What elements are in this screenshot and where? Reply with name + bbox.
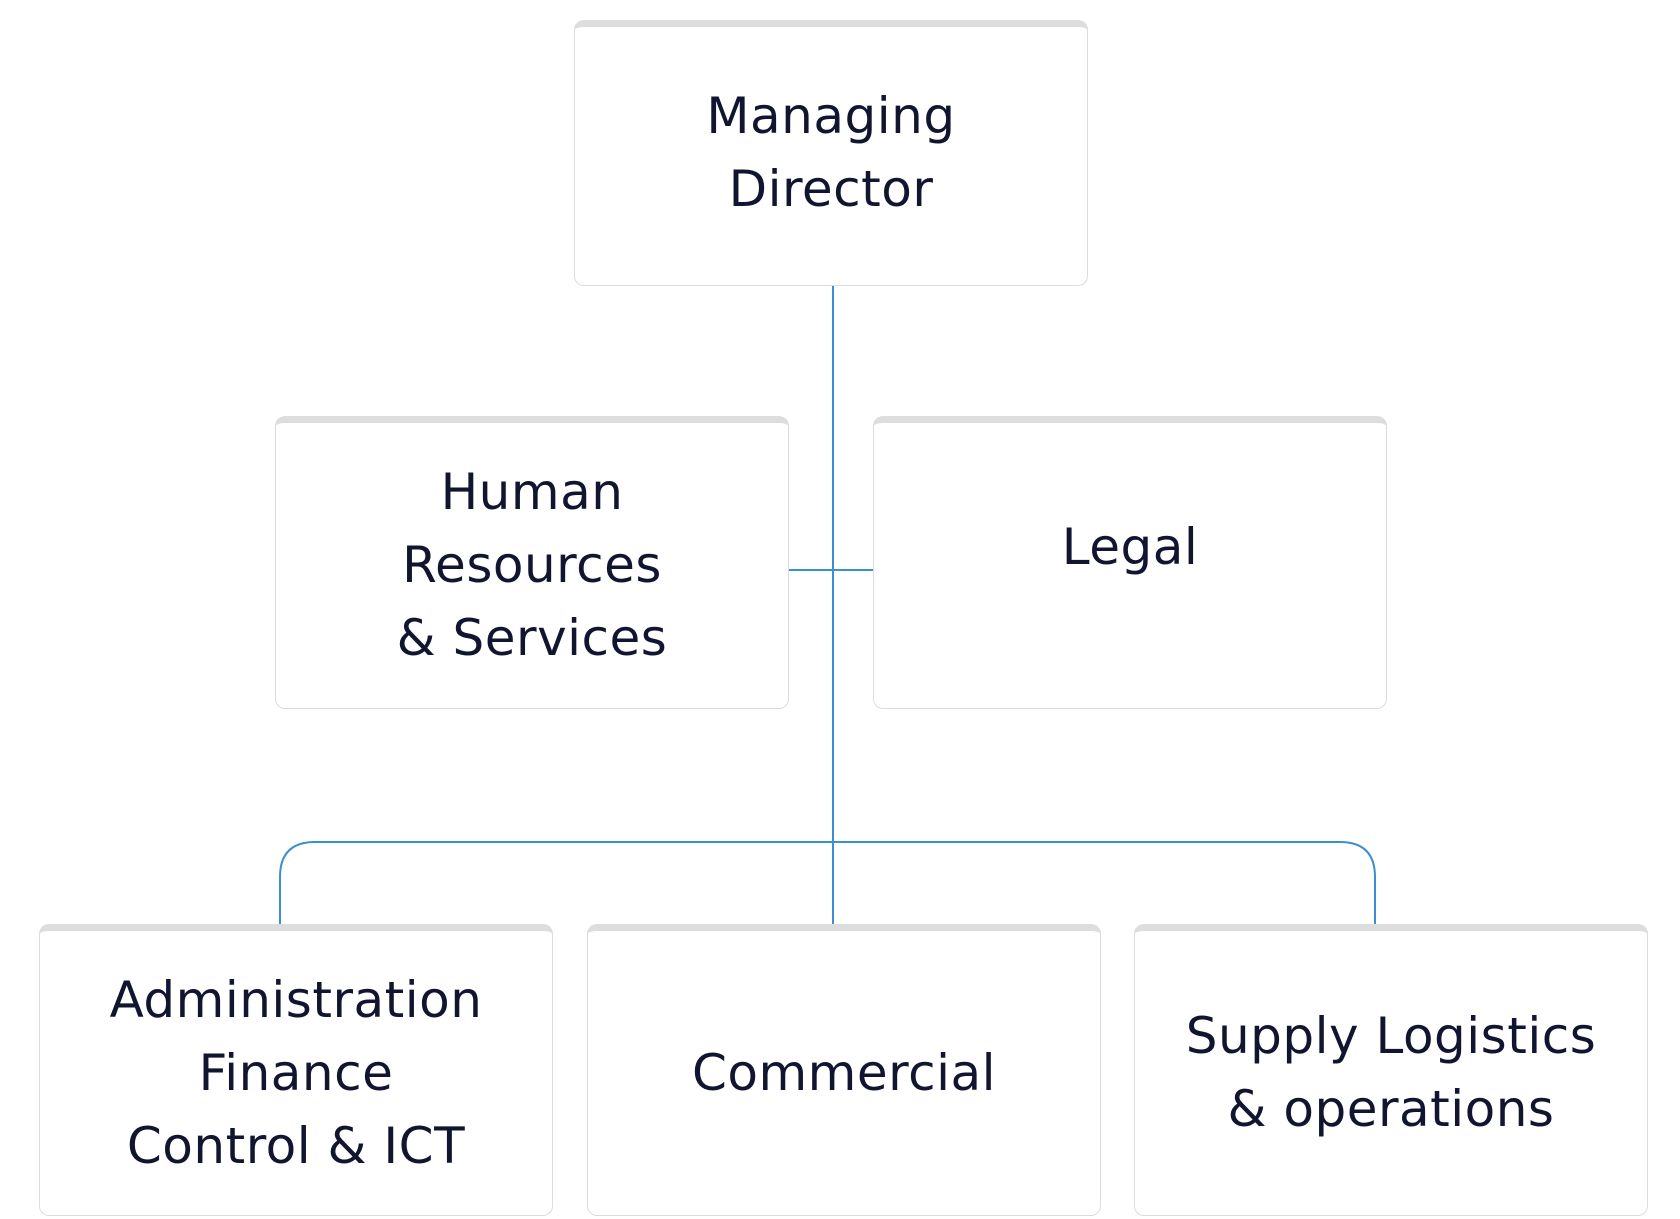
human-resources-box: Human Resources & Services — [275, 416, 789, 709]
human-resources-label: Human Resources & Services — [396, 463, 668, 667]
managing-director-box: Managing Director — [574, 20, 1088, 286]
legal-label: Legal — [1061, 518, 1199, 576]
administration-label: Administration Finance Control & ICT — [109, 970, 483, 1175]
branch-connector-line — [279, 841, 1376, 924]
commercial-label: Commercial — [691, 1043, 997, 1102]
managing-director-label: Managing Director — [706, 87, 956, 218]
supply-logistics-label: Supply Logistics & operations — [1185, 1007, 1597, 1138]
administration-box: Administration Finance Control & ICT — [39, 924, 553, 1216]
commercial-box: Commercial — [587, 924, 1101, 1216]
legal-box: Legal — [873, 416, 1387, 709]
supply-logistics-box: Supply Logistics & operations — [1134, 924, 1648, 1216]
